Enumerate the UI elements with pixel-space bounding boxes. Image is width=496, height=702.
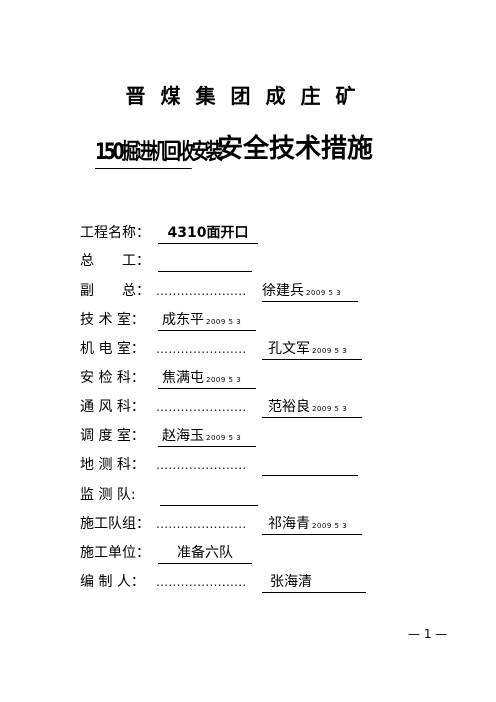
- team-name: 祁海青: [268, 516, 310, 532]
- deputy-name: 徐建兵: [262, 283, 304, 299]
- safety-label: 安 检 科：: [80, 370, 145, 386]
- author-row: 编 制 人： ...................... 张海清: [80, 571, 380, 595]
- monitor-row: 监 测 队:: [80, 484, 380, 508]
- author-name: 张海清: [270, 574, 312, 590]
- dispatch-label: 调 度 室：: [80, 428, 145, 444]
- project-label: 工程名称：: [80, 225, 150, 241]
- title-prefix: 150掘进机回收安装: [95, 134, 223, 169]
- safety-date: 2009 5 3: [206, 376, 242, 384]
- mech-dots: ......................: [156, 342, 247, 356]
- unit-value: 准备六队: [158, 542, 252, 564]
- survey-dots: ......................: [156, 458, 247, 472]
- chief-signature-line: [158, 250, 252, 272]
- mech-name: 孔文军: [268, 341, 310, 357]
- vent-label: 通 风 科：: [80, 399, 145, 415]
- project-row: 工程名称： 4310面开口: [80, 222, 380, 246]
- mech-date: 2009 5 3: [312, 347, 348, 355]
- survey-row: 地 测 科： ......................: [80, 454, 380, 478]
- unit-row: 施工单位： 准备六队: [80, 542, 380, 566]
- vent-dots: ......................: [156, 400, 247, 414]
- document-title: 150掘进机回收安装安全技术措施: [95, 134, 373, 174]
- chief-row: 总 工：: [80, 250, 380, 274]
- organization-title: 晋煤集团成庄矿: [125, 84, 371, 108]
- title-main: 安全技术措施: [217, 134, 374, 164]
- author-signature: 张海清: [262, 571, 366, 593]
- mech-label: 机 电 室：: [80, 341, 145, 357]
- tech-date: 2009 5 3: [206, 318, 242, 326]
- unit-label: 施工单位：: [80, 545, 150, 561]
- monitor-label: 监 测 队:: [80, 487, 136, 503]
- team-date: 2009 5 3: [312, 522, 348, 530]
- dispatch-date: 2009 5 3: [206, 434, 242, 442]
- chief-label: 总 工：: [80, 253, 150, 269]
- dispatch-name: 赵海玉: [162, 428, 204, 444]
- survey-signature-line: [262, 454, 358, 476]
- safety-name: 焦满屯: [162, 370, 204, 386]
- page-number: — 1 —: [408, 627, 448, 641]
- team-label: 施工队组：: [80, 516, 150, 532]
- project-value: 4310面开口: [158, 222, 258, 244]
- deputy-dots: ......................: [156, 284, 247, 298]
- author-dots: ......................: [156, 575, 247, 589]
- survey-label: 地 测 科：: [80, 457, 145, 473]
- tech-label: 技 术 室：: [80, 312, 145, 328]
- monitor-signature-line: [160, 484, 258, 506]
- author-label: 编 制 人：: [80, 574, 145, 590]
- vent-name: 范裕良: [268, 399, 310, 415]
- vent-date: 2009 5 3: [312, 405, 348, 413]
- team-dots: ......................: [156, 517, 247, 531]
- deputy-date: 2009 5 3: [306, 289, 342, 297]
- deputy-label: 副 总：: [80, 283, 150, 299]
- tech-name: 成东平: [162, 312, 204, 328]
